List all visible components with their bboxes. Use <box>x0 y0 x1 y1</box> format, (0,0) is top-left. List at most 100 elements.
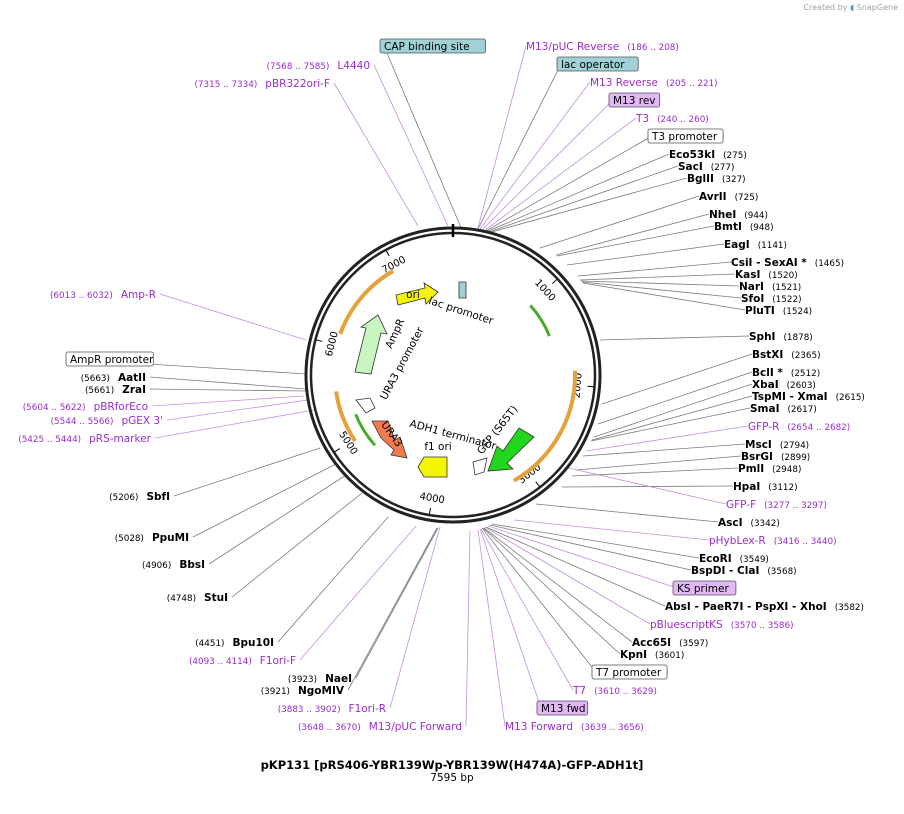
label-position: (3648 .. 3670) <box>298 723 361 733</box>
label-csii-sexai-: CsiI - SexAI *(1465) <box>731 257 844 269</box>
label-bmti: BmtI(948) <box>714 221 774 233</box>
label-bpu10i: (4451)Bpu10I <box>195 637 274 649</box>
label-position: (327) <box>722 175 746 185</box>
feature-label: lac promoter <box>427 295 495 327</box>
f1-ori-arrow <box>417 456 448 478</box>
label-position: (2794) <box>780 441 809 451</box>
feature-label: URA3 promoter <box>378 325 427 402</box>
label-position: (3112) <box>768 483 797 493</box>
label-text: M13 fwd <box>541 703 586 715</box>
label-position: (1520) <box>768 271 797 281</box>
label-text: pBluescriptKS (3570 .. 3586) <box>650 619 794 631</box>
label-name: MscI <box>745 439 772 451</box>
tick-label: 6000 <box>324 330 341 357</box>
label-sfoi: SfoI (1522) <box>741 293 802 305</box>
leader-line <box>599 335 750 341</box>
label-amp-r: (6013 .. 6032)Amp-R <box>50 289 156 301</box>
label-asci: AscI(3342) <box>718 517 780 529</box>
label-position: (3416 .. 3440) <box>774 537 837 547</box>
label-m13-rev: M13 rev <box>608 92 661 108</box>
label-text: CsiI - SexAI *(1465) <box>731 257 844 269</box>
label-name: NheI <box>709 209 736 221</box>
label-box <box>556 56 639 72</box>
leader-line <box>477 529 506 727</box>
label-text: NheI (944) <box>709 209 768 221</box>
label-position: (5663) <box>81 374 110 384</box>
label-text: (4906)BbsI <box>142 559 205 571</box>
leader-line <box>487 177 688 234</box>
label-name: NarI <box>739 281 764 293</box>
label-text: (7315 .. 7334) pBR322ori-F <box>194 78 330 90</box>
label-text: (5425 .. 5444) pRS-marker <box>18 433 151 445</box>
label-smai: SmaI(2617) <box>750 403 817 415</box>
label-name: M13/pUC Forward <box>369 721 462 733</box>
label-position: (944) <box>744 211 768 221</box>
leader-line <box>585 425 749 452</box>
label-text: GFP-F(3277 .. 3297) <box>726 499 827 511</box>
label-position: (2365) <box>791 351 820 361</box>
label-position: (3597) <box>679 639 708 649</box>
leader-line <box>485 526 666 607</box>
label-ks-primer: KS primer <box>672 580 737 596</box>
leader-line <box>166 399 309 421</box>
label-name: L4440 <box>337 60 370 72</box>
label-position: (1465) <box>815 259 844 269</box>
label-name: pBluescriptKS <box>650 619 723 631</box>
label-name: PpuMI <box>152 532 189 544</box>
label-name: EagI <box>724 239 750 251</box>
label-name: pBR322ori-F <box>265 78 330 90</box>
leader-line <box>561 485 734 488</box>
label-zrai: (5661)ZraI <box>85 384 146 396</box>
label-text: (7568 .. 7585)L4440 <box>267 60 370 72</box>
label-text: BclI *(2512) <box>752 367 820 379</box>
label-name: Bpu10I <box>232 637 274 649</box>
tick-label: 1000 <box>532 278 557 304</box>
credit-prefix: Created by <box>803 3 848 12</box>
leader-line <box>481 99 614 231</box>
label-text: BspDI - ClaI(3568) <box>691 565 797 577</box>
label-position: (3610 .. 3629) <box>594 687 657 697</box>
label-name: SfoI <box>741 293 764 305</box>
label-name: BglII <box>687 173 714 185</box>
label-text: AmpR promoter <box>70 354 154 366</box>
label-position: (2654 .. 2682) <box>787 423 850 433</box>
label-pbrforeco: (5604 .. 5622)pBRforEco <box>23 401 148 413</box>
leader-line <box>571 467 739 477</box>
label-tspmi-xmai: TspMI - XmaI(2615) <box>752 391 865 403</box>
label-name: Amp-R <box>121 289 156 301</box>
label-acc65i: Acc65I(3597) <box>632 637 708 649</box>
label-position: (277) <box>711 163 735 173</box>
label-text: XbaI(2603) <box>752 379 816 391</box>
leader-line <box>149 388 308 392</box>
label-box <box>647 128 724 144</box>
label-position: (205 .. 221) <box>666 79 718 89</box>
label-t7: T7(3610 .. 3629) <box>572 685 657 697</box>
label-text: M13 rev <box>613 95 656 107</box>
label-text: KasI(1520) <box>735 269 798 281</box>
label-bspdi-clai: BspDI - ClaI(3568) <box>691 565 797 577</box>
label-position: (3570 .. 3586) <box>731 621 794 631</box>
label-xbai: XbaI(2603) <box>752 379 816 391</box>
label-gfp-f: GFP-F(3277 .. 3297) <box>726 499 827 511</box>
label-cap-binding-site: CAP binding site <box>379 38 486 54</box>
label-text: (6013 .. 6032)Amp-R <box>50 289 156 301</box>
label-kasi: KasI(1520) <box>735 269 798 281</box>
leader-line <box>347 527 438 691</box>
tick-label: 7000 <box>380 254 408 276</box>
label-position: (1522) <box>772 295 801 305</box>
leader-line <box>277 516 389 643</box>
label-name: PluTI <box>745 305 775 317</box>
label-position: (5425 .. 5444) <box>18 435 81 445</box>
ura3-orf-track <box>334 391 357 443</box>
label-name: TspMI - XmaI <box>752 391 828 403</box>
label-t3: T3(240 .. 260) <box>635 113 709 125</box>
leader-line <box>192 463 337 538</box>
label-name: F1ori-F <box>260 655 296 667</box>
leader-line <box>389 526 441 709</box>
label-name: pRS-marker <box>89 433 152 445</box>
label-bbsi: (4906)BbsI <box>142 559 205 571</box>
leader-line <box>154 409 315 439</box>
label-position: (7315 .. 7334) <box>194 80 257 90</box>
label-position: (275) <box>723 151 747 161</box>
